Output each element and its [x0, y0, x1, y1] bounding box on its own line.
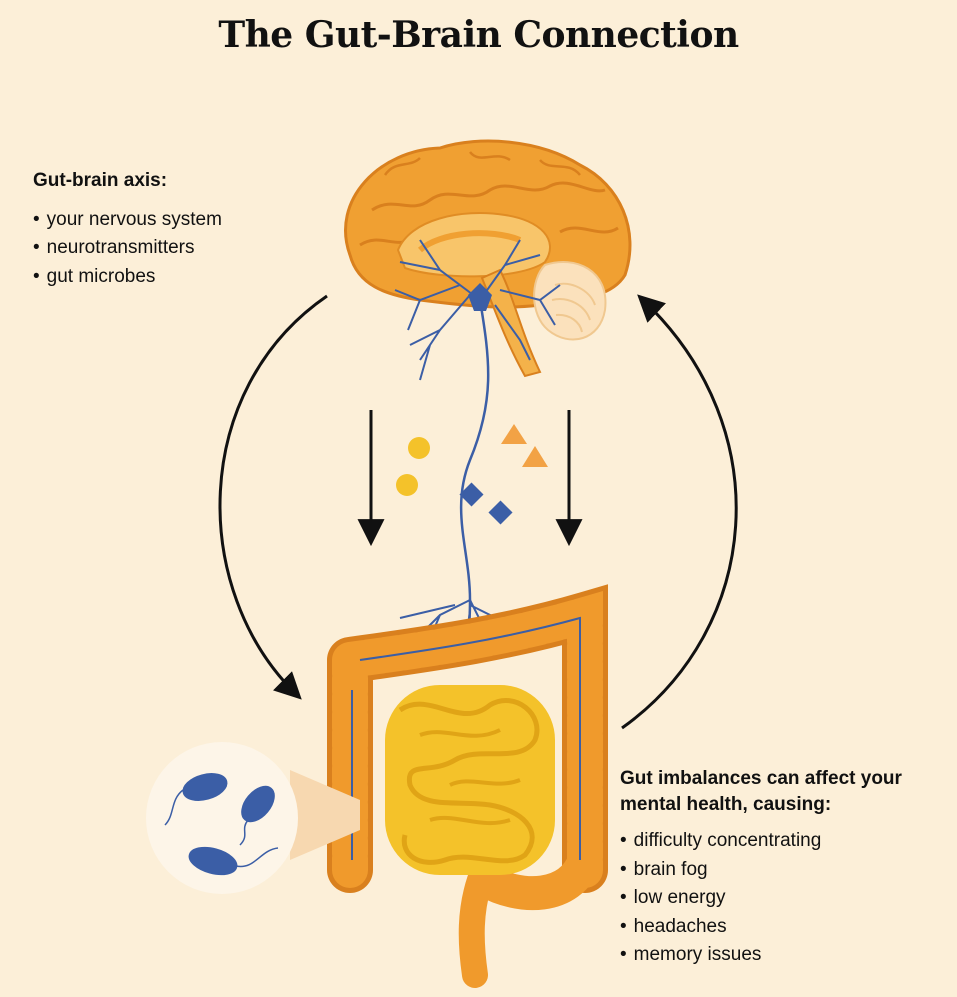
list-item: low energy: [620, 884, 940, 913]
neurotransmitter-molecules: [396, 424, 548, 525]
list-item: your nervous system: [33, 206, 313, 235]
list-item: neurotransmitters: [33, 234, 313, 263]
page-title: The Gut-Brain Connection: [218, 14, 739, 56]
list-item: brain fog: [620, 856, 940, 885]
brain-to-gut-arrow: [218, 294, 328, 700]
list-item: headaches: [620, 913, 940, 942]
gut-to-brain-arrow: [621, 294, 738, 730]
list-item: gut microbes: [33, 263, 313, 292]
gut-brain-axis-panel: Gut-brain axis: your nervous system neur…: [33, 168, 313, 291]
list-item: memory issues: [620, 941, 940, 970]
intestine-illustration: [327, 584, 608, 988]
gut-microbes-zoom: [146, 742, 360, 894]
axis-list: your nervous system neurotransmitters gu…: [33, 206, 313, 292]
list-item: difficulty concentrating: [620, 827, 940, 856]
gut-imbalance-effects-panel: Gut imbalances can affect your mental he…: [620, 766, 940, 970]
axis-heading: Gut-brain axis:: [33, 170, 168, 191]
effects-list: difficulty concentrating brain fog low e…: [620, 827, 940, 970]
brain-illustration: [344, 139, 632, 378]
effects-heading: Gut imbalances can affect your mental he…: [620, 768, 902, 815]
neuron-cell-body: [468, 283, 492, 311]
